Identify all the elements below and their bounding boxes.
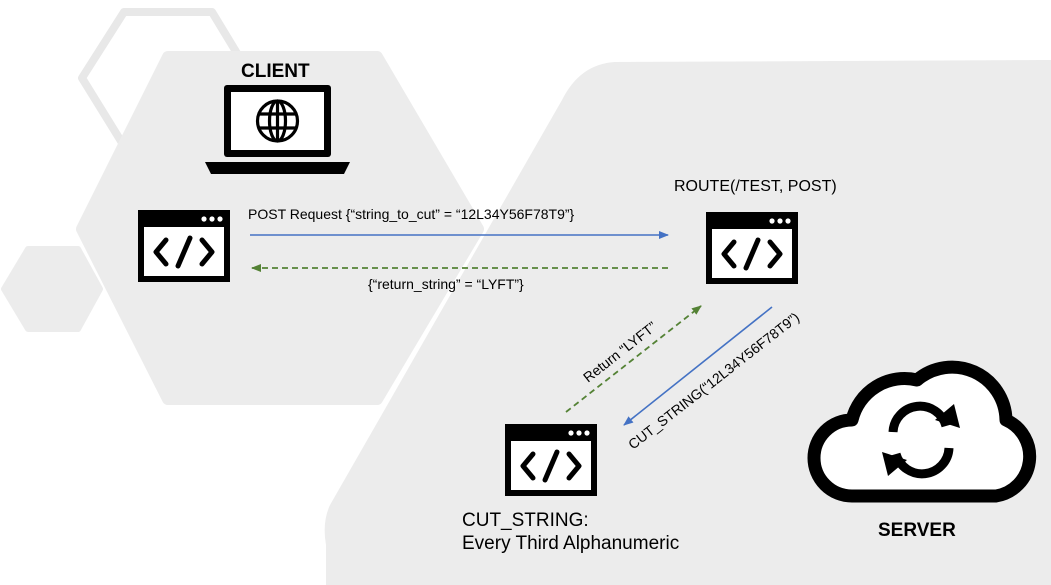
cut-string-label-line1: CUT_STRING: [462, 510, 589, 531]
background-region-server [324, 60, 1051, 585]
code-window-icon-client [138, 210, 230, 282]
cut-string-call-arrow [623, 306, 773, 426]
laptop-globe-icon [205, 85, 350, 174]
post-request-label: POST Request {“string_to_cut” = “12L34Y5… [248, 206, 575, 222]
background-hexagon-small [1, 246, 103, 332]
client-title: CLIENT [241, 61, 310, 82]
code-window-icon-cut-string [505, 424, 597, 496]
cut-string-label-line2: Every Third Alphanumeric [462, 533, 680, 554]
return-string-label: {“return_string” = “LYFT”} [368, 276, 524, 292]
route-label: ROUTE(/TEST, POST) [674, 178, 837, 195]
background-hexagon-client [76, 51, 484, 405]
cloud-sync-icon [807, 360, 1037, 503]
server-title: SERVER [878, 520, 956, 541]
code-window-icon-route [706, 212, 798, 284]
globe-icon [255, 99, 300, 143]
return-lyft-arrow [565, 305, 702, 413]
